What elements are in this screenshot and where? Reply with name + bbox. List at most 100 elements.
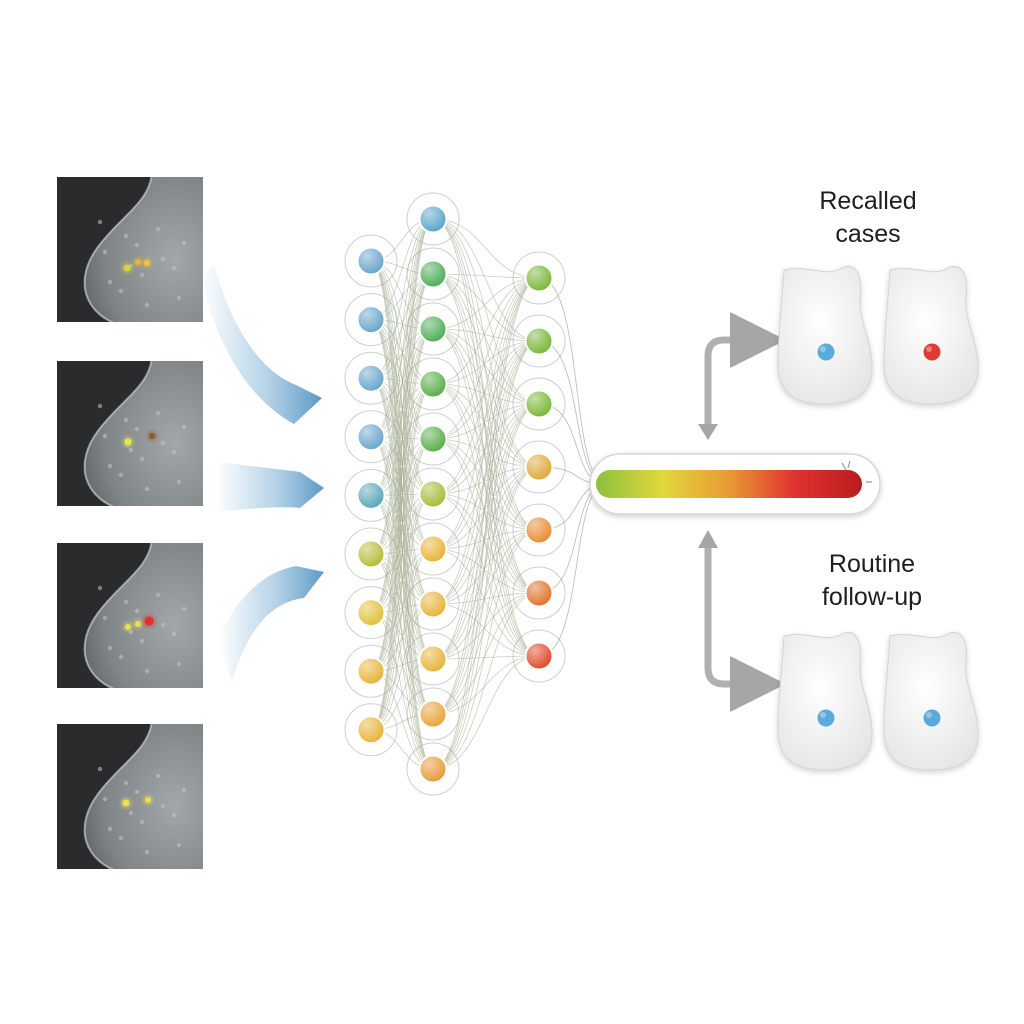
output-connection [538, 483, 607, 657]
tissue-speckle [160, 256, 166, 262]
node-highlight [357, 657, 385, 685]
network-edge [432, 403, 540, 770]
network-edge [432, 277, 540, 495]
tissue-speckle [139, 456, 145, 462]
node-highlight [525, 453, 553, 481]
node-highlight [357, 599, 385, 627]
mammogram-image [83, 177, 203, 322]
network-edge [432, 273, 540, 342]
finding-spot [143, 259, 151, 267]
tissue-speckle [176, 295, 182, 301]
node-highlight [419, 370, 447, 398]
node-halo [512, 440, 566, 494]
recalled-cases-label: Recalled cases [819, 187, 917, 248]
tissue-speckle [155, 592, 161, 598]
tissue-speckle [123, 599, 129, 605]
network-edge [432, 548, 540, 657]
node-halo [344, 644, 398, 698]
node-halo [512, 314, 566, 368]
tissue-speckle [171, 449, 177, 455]
tissue-edge [83, 177, 153, 322]
flow-arrow-3 [218, 566, 324, 682]
node-halo [406, 467, 460, 521]
mammogram-image [83, 543, 203, 688]
mammogram-image [83, 361, 203, 506]
breast-tissue-shape [84, 543, 203, 688]
network-edge [370, 218, 434, 613]
mammogram-panel-1 [57, 177, 203, 322]
case-marker-shine [926, 712, 932, 718]
tissue-speckle [144, 486, 150, 492]
node-halo [512, 251, 566, 305]
network-edge [370, 218, 434, 555]
network-edge [432, 493, 540, 531]
tissue-speckle [102, 615, 108, 621]
tissue-speckle [118, 835, 124, 841]
node-highlight [525, 579, 553, 607]
network-edge [432, 340, 540, 660]
tissue-speckle [102, 249, 108, 255]
tissue-speckle [97, 585, 103, 591]
network-edge [370, 383, 434, 731]
case-marker-shine [820, 346, 826, 352]
routine-followup-group [777, 632, 979, 771]
network-edge [432, 655, 540, 715]
node-highlight [419, 260, 447, 288]
tissue-speckle [134, 789, 140, 795]
network-edge [432, 529, 540, 660]
tissue-speckle [118, 288, 124, 294]
tissue-speckle [107, 279, 113, 285]
node-halo [406, 522, 460, 576]
tissue-speckle [107, 463, 113, 469]
network-edge [432, 592, 540, 715]
network-edge [370, 319, 434, 550]
network-edge [432, 340, 540, 440]
network-edge [432, 529, 540, 550]
finding-spot [125, 624, 131, 630]
network-edge [432, 328, 540, 342]
network-edge [432, 328, 540, 405]
finding-spot [123, 264, 131, 272]
node-highlight [357, 423, 385, 451]
network-edge [432, 218, 540, 468]
tissue-speckle [144, 849, 150, 855]
tissue-speckle [155, 226, 161, 232]
network-edge [432, 340, 540, 715]
node-highlight [419, 535, 447, 563]
recalled-case-card-2 [883, 266, 979, 405]
tissue-speckle [160, 803, 166, 809]
tissue-edge [83, 724, 153, 869]
network-edge [432, 340, 540, 770]
network-edge [370, 436, 434, 660]
network-edge [432, 340, 540, 605]
node-highlight [419, 315, 447, 343]
tissue-speckle [97, 403, 103, 409]
network-edge [432, 277, 540, 605]
network-edge [432, 383, 540, 531]
node-highlight [419, 645, 447, 673]
network-edge [432, 273, 540, 594]
tissue-edge [83, 361, 153, 506]
network-edge [432, 328, 540, 531]
network-edge [370, 493, 434, 731]
network-edge [432, 340, 540, 550]
network-nodes [356, 204, 554, 784]
tissue-speckle [134, 242, 140, 248]
decision-arrows [698, 312, 786, 712]
case-marker-dot [817, 709, 835, 727]
network-edge [432, 277, 540, 330]
network-edge [370, 328, 434, 731]
tissue-speckle [155, 773, 161, 779]
risk-score-bar [589, 453, 881, 515]
node-highlight [525, 642, 553, 670]
tissue-edge [83, 543, 153, 688]
network-connections [370, 218, 540, 770]
tissue-card [777, 266, 873, 405]
network-edge [432, 273, 540, 657]
network-edge [432, 218, 540, 342]
tissue-speckle [176, 479, 182, 485]
network-edge [432, 273, 540, 531]
output-connection [538, 277, 607, 485]
node-highlight [357, 364, 385, 392]
